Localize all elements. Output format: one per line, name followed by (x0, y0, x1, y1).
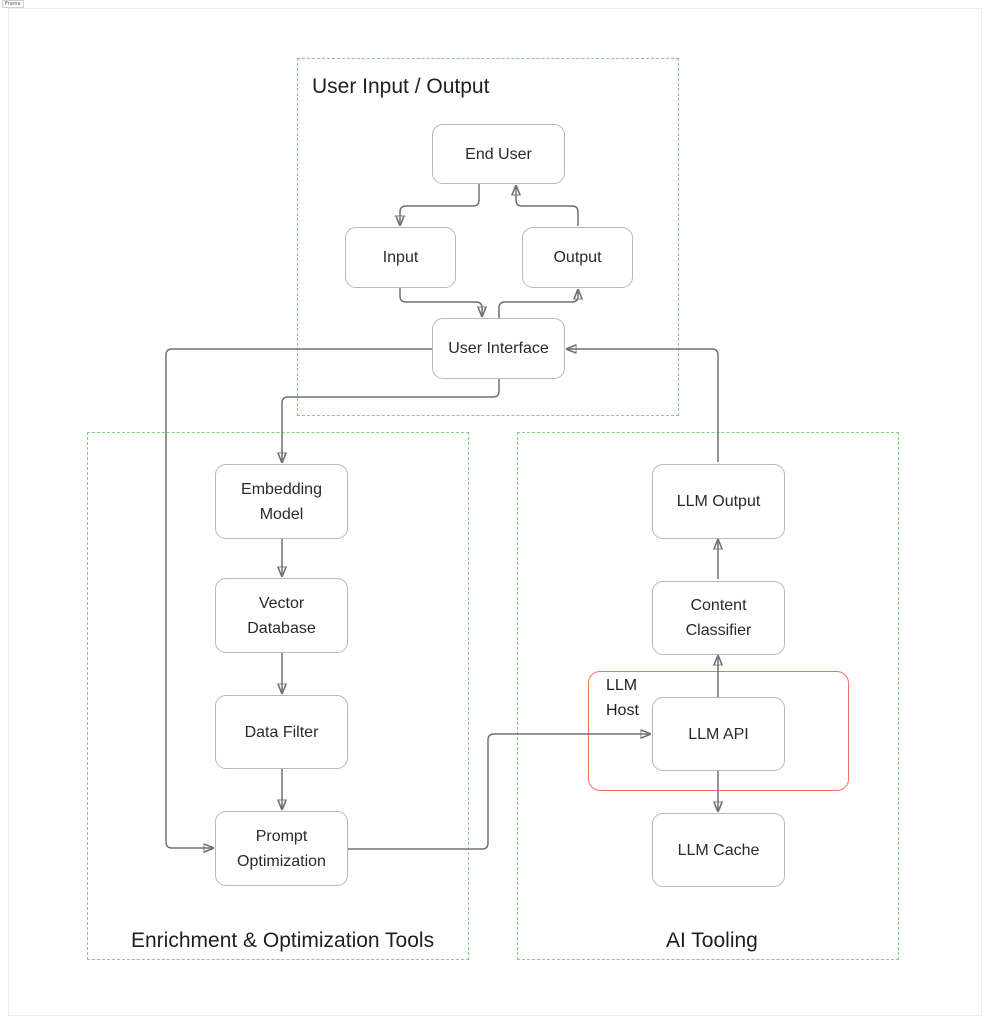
frame-tag: Frame (2, 0, 24, 8)
node-content-classifier[interactable]: Content Classifier (652, 581, 785, 655)
node-embedding-model[interactable]: Embedding Model (215, 464, 348, 539)
node-data-filter[interactable]: Data Filter (215, 695, 348, 769)
group-title-enrichment-optimization-tools: Enrichment & Optimization Tools (131, 929, 435, 952)
node-llm-api[interactable]: LLM API (652, 697, 785, 771)
node-end-user[interactable]: End User (432, 124, 565, 184)
node-output[interactable]: Output (522, 227, 633, 288)
group-title-user-input-output: User Input / Output (312, 75, 490, 98)
llm-host-label: LLM Host (606, 677, 639, 719)
diagram-frame (8, 8, 982, 1016)
node-user-interface[interactable]: User Interface (432, 318, 565, 379)
node-vector-database[interactable]: Vector Database (215, 578, 348, 653)
node-input[interactable]: Input (345, 227, 456, 288)
node-llm-output[interactable]: LLM Output (652, 464, 785, 539)
node-prompt-optimization[interactable]: Prompt Optimization (215, 811, 348, 886)
group-title-ai-tooling: AI Tooling (666, 929, 758, 952)
node-llm-cache[interactable]: LLM Cache (652, 813, 785, 887)
